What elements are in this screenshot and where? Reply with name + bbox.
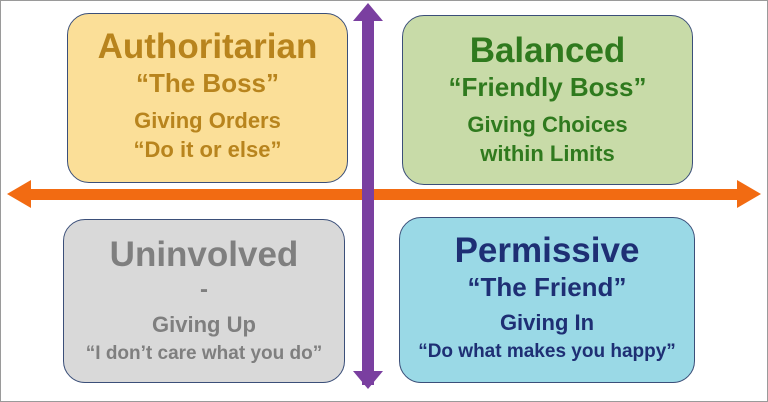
quadrant-line: “I don’t care what you do” [85,343,323,364]
vertical-double-arrow [353,3,383,389]
quadrant-line: Giving Orders [134,108,281,133]
quadrant-nickname: “The Friend” [467,272,627,302]
quadrant-title: Authoritarian [97,27,318,66]
quadrant-nickname: “Friendly Boss” [448,72,647,102]
quadrant-line: Giving Up [152,312,256,337]
quadrant-balanced: Balanced “Friendly Boss” Giving Choices … [402,15,693,185]
quadrant-permissive: Permissive “The Friend” Giving In “Do wh… [399,217,695,383]
quadrant-title: Balanced [469,31,626,70]
quadrant-title: Permissive [454,231,640,270]
quadrant-line: “Do it or else” [133,137,282,162]
quadrant-authoritarian: Authoritarian “The Boss” Giving Orders “… [67,13,348,183]
quadrant-uninvolved: Uninvolved - Giving Up “I don’t care wha… [63,219,345,383]
quadrant-line: Giving In [499,310,595,335]
quadrant-nickname: - [200,276,208,303]
quadrant-line: within Limits [480,141,615,166]
horizontal-double-arrow [7,180,761,208]
quadrant-title: Uninvolved [109,235,299,274]
quadrant-line: “Do what makes you happy” [418,341,676,362]
quadrant-line: Giving Choices [467,112,628,137]
quadrant-nickname: “The Boss” [135,68,280,98]
